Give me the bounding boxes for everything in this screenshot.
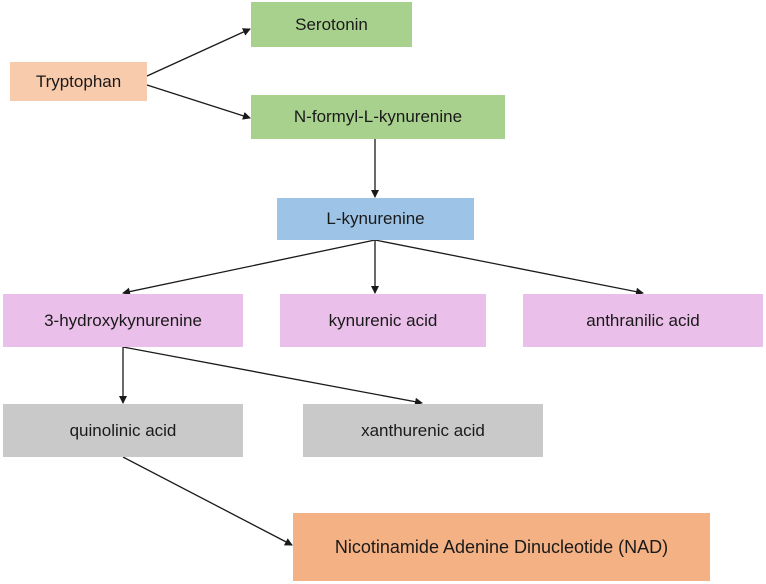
node-serotonin-label: Serotonin (295, 14, 368, 34)
node-nad: Nicotinamide Adenine Dinucleotide (NAD) (293, 513, 710, 581)
node-quinolinic-acid: quinolinic acid (3, 404, 243, 457)
arrow-l-kynurenine-to-3-hydroxykynurenine (122, 239, 376, 296)
node-l-kynurenine-label: L-kynurenine (326, 209, 425, 228)
arrow-l-kynurenine-to-anthranilic-acid (374, 239, 644, 296)
node-kynurenic-acid: kynurenic acid (280, 294, 486, 347)
node-xanthurenic-acid: xanthurenic acid (303, 404, 543, 457)
node-tryptophan: Tryptophan (10, 62, 147, 101)
node-n-formyl-l-kynurenine: N-formyl-L-kynurenine (251, 95, 505, 139)
node-serotonin: Serotonin (251, 2, 412, 47)
node-anthranilic-acid-label: anthranilic acid (586, 310, 700, 330)
node-anthranilic-acid: anthranilic acid (523, 294, 763, 347)
arrow-tryptophan-to-n-formyl-l-kynurenine (146, 84, 251, 120)
arrow-3-hydroxykynurenine-to-xanthurenic-acid (122, 346, 423, 406)
node-tryptophan-label: Tryptophan (35, 71, 122, 91)
node-3-hydroxykynurenine: 3-hydroxykynurenine (3, 294, 243, 347)
arrow-tryptophan-to-serotonin (146, 28, 251, 77)
node-xanthurenic-acid-label: xanthurenic acid (361, 420, 485, 440)
node-3-hydroxykynurenine-label: 3-hydroxykynurenine (44, 310, 202, 330)
arrow-quinolinic-acid-to-nad (122, 456, 293, 546)
node-nad-label: Nicotinamide Adenine Dinucleotide (NAD) (334, 536, 669, 557)
node-kynurenic-acid-label: kynurenic acid (328, 310, 438, 330)
node-quinolinic-acid-label: quinolinic acid (69, 420, 177, 440)
node-n-formyl-l-kynurenine-label: N-formyl-L-kynurenine (293, 107, 463, 126)
node-l-kynurenine: L-kynurenine (277, 198, 474, 240)
